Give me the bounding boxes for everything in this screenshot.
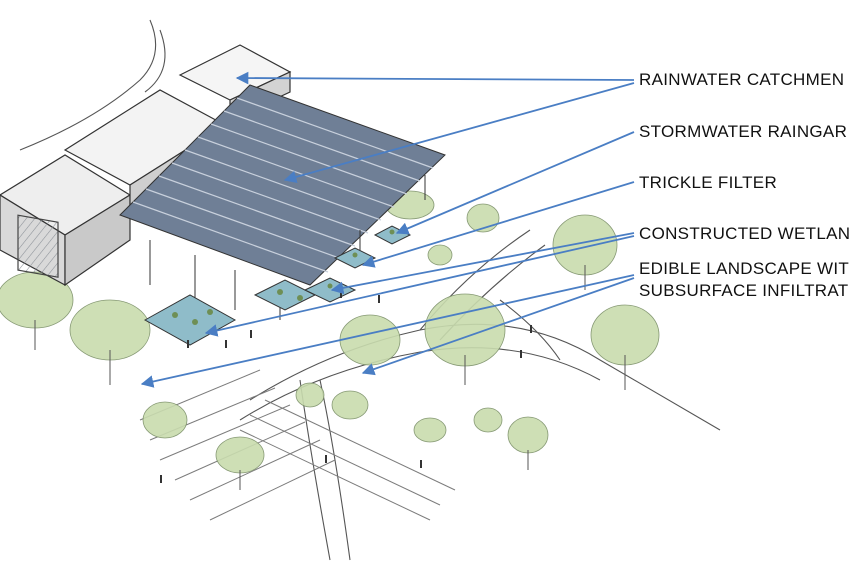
arrow-trickle [361, 181, 635, 268]
label-stormwater-raingarden: STORMWATER RAINGAR [639, 122, 848, 141]
arrow-rainwater-1 [235, 71, 635, 85]
arrow-rainwater-2 [283, 82, 635, 184]
solar-canopy [119, 84, 446, 320]
tree-trunks [34, 265, 626, 490]
arrow-stormwater [395, 131, 635, 235]
arrow-wetland-1 [330, 232, 635, 295]
arrow-edible-2 [361, 277, 635, 376]
label-trickle-filter: TRICKLE FILTER [639, 173, 778, 192]
label-edible-landscape: EDIBLE LANDSCAPE WIT SUBSURFACE INFILTRA… [639, 258, 849, 302]
arrow-edible-1 [140, 274, 635, 388]
label-rainwater-catchment: RAINWATER CATCHMEN [639, 70, 845, 89]
label-constructed-wetland: CONSTRUCTED WETLAN [639, 224, 851, 243]
arrow-wetland-2 [204, 235, 635, 337]
label-edible-line2: SUBSURFACE INFILTRAT [639, 281, 849, 300]
label-edible-line1: EDIBLE LANDSCAPE WIT [639, 259, 850, 278]
leader-arrows [140, 71, 635, 388]
